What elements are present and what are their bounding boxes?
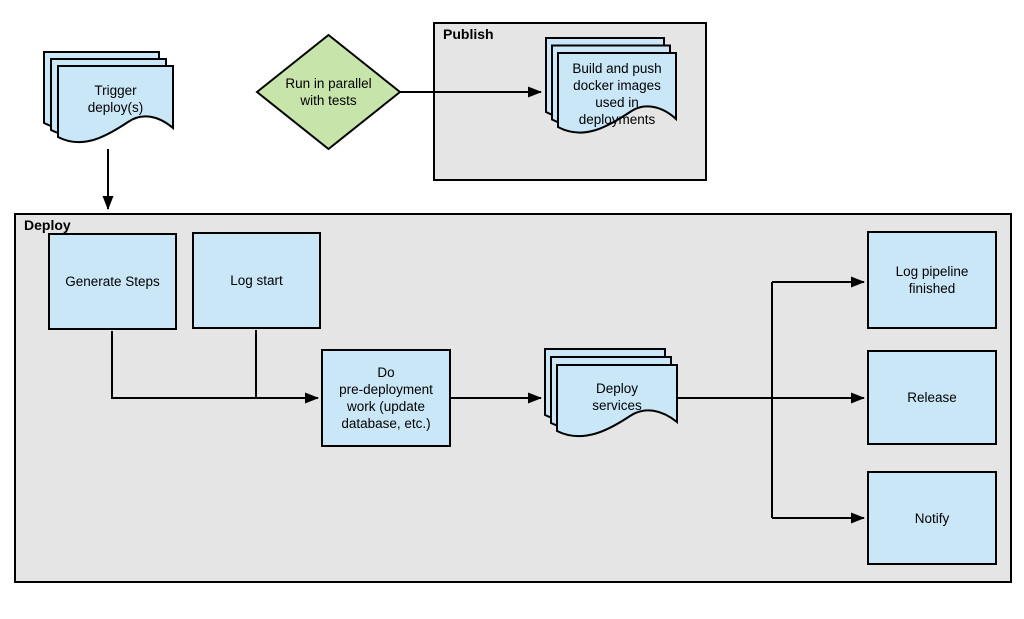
release-node: Release [867,350,997,445]
generate-steps-node: Generate Steps [48,233,177,330]
deploy-group-label: Deploy [24,217,71,233]
run-in-parallel-decision-shape [255,33,402,151]
document-page [57,65,174,144]
log-pipeline-finished-node: Log pipeline finished [867,231,997,329]
build-push-multidocument-shape [545,37,677,134]
trigger-deploys-multidocument-shape [43,51,174,144]
pre-deployment-work-node: Do pre-deployment work (update database,… [321,349,451,447]
log-start-node: Log start [192,232,321,329]
decision-diamond [255,33,402,151]
notify-node: Notify [867,471,997,565]
publish-group-label: Publish [443,26,494,42]
document-page [556,364,678,438]
connector-generatesteps-to-predeployment [111,331,319,404]
deploy-services-multidocument-shape [544,348,678,438]
document-page [557,52,677,134]
